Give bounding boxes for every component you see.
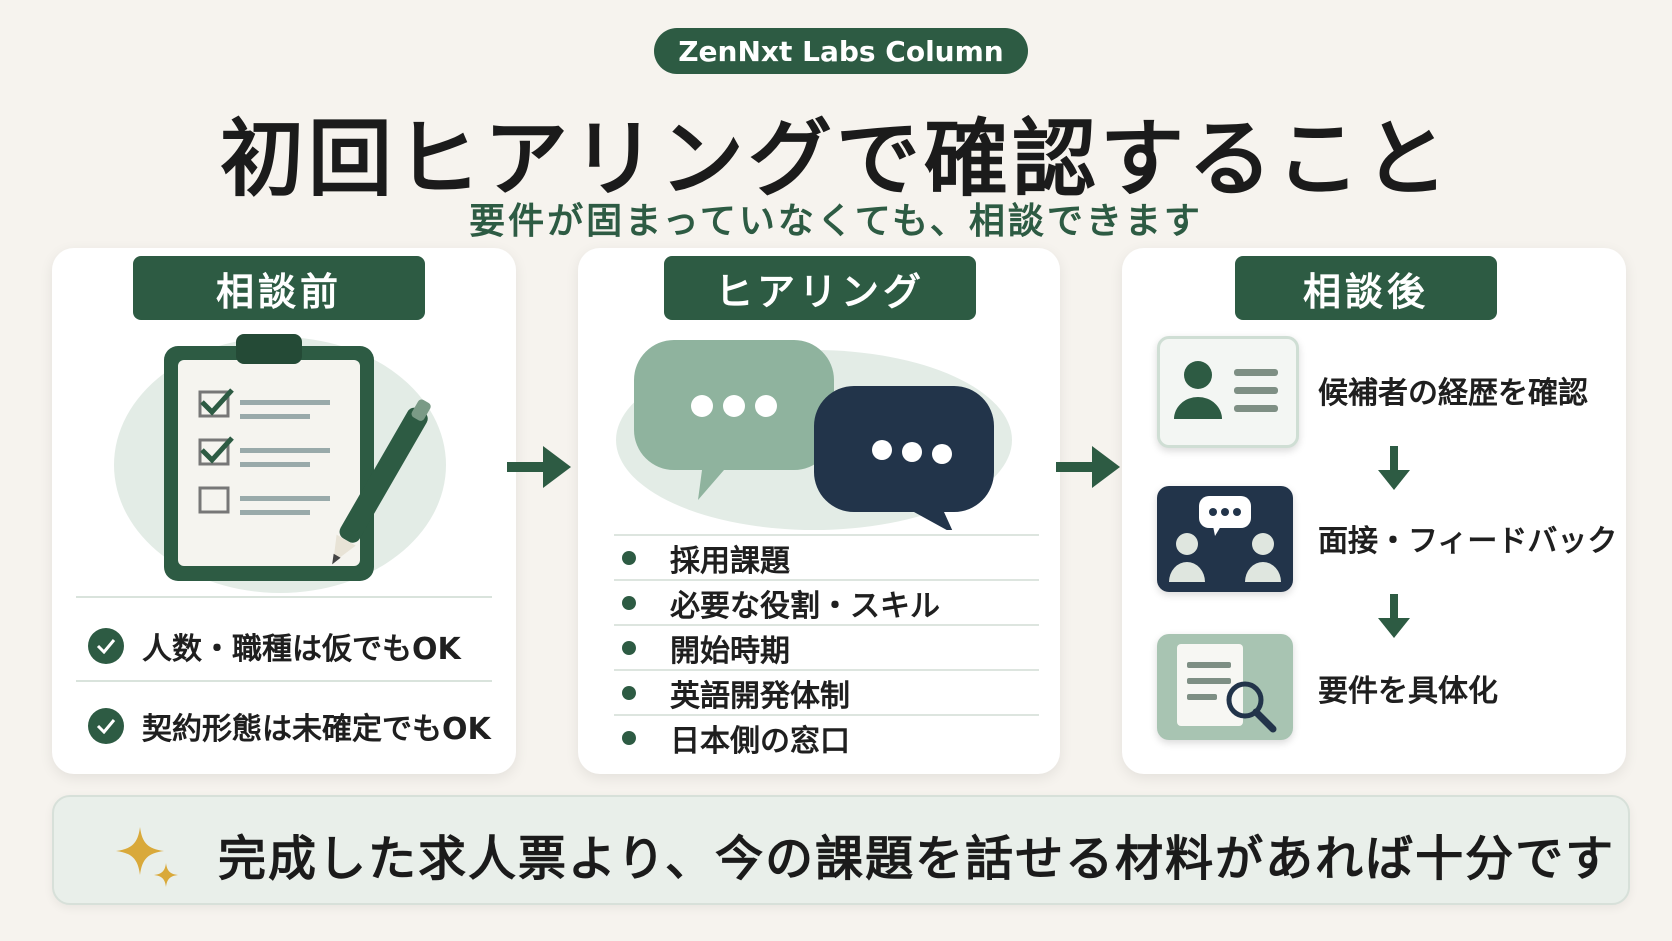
before-item-label: 人数・職種は仮でもOK [142,632,461,667]
after-step-1: 候補者の経歴を確認 [1318,376,1588,411]
bullet-icon [622,686,636,700]
profile-card-icon [1157,336,1299,448]
after-heading: 相談後 [1235,256,1497,320]
document-search-icon [1157,634,1293,740]
before-heading: 相談前 [133,256,425,320]
summary-banner: 完成した求人票より、今の課題を話せる材料があれば十分です [52,795,1630,905]
hearing-item-label: 必要な役割・スキル [670,589,940,624]
clipboard-checklist-icon [114,334,446,593]
hearing-item-label: 開始時期 [670,634,790,669]
summary-message: 完成した求人票より、今の課題を話せる材料があれば十分です [218,831,1616,887]
after-step-2: 面接・フィードバック [1318,524,1618,559]
page-title: 初回ヒアリングで確認すること [219,110,1452,208]
hearing-heading: ヒアリング [664,256,976,320]
bullet-icon [622,596,636,610]
hearing-item-label: 採用課題 [670,544,790,579]
interview-icon [1157,486,1293,592]
arrow-down-icon [1378,446,1410,490]
before-divider-2 [76,680,492,682]
hearing-item-label: 日本側の窓口 [670,724,850,759]
before-item-1: 人数・職種は仮でもOK [88,624,461,668]
hearing-item: 採用課題 [614,534,1039,580]
after-card: 相談後 候補者の経歴を確認 面接・フィードバック 要件を具体化 [1122,248,1626,774]
check-icon [88,628,124,664]
bullet-icon [622,731,636,745]
before-divider-1 [76,596,492,598]
arrow-down-icon [1378,594,1410,638]
before-card: 相談前 人数・職種は仮でもOK 契約形態は未確定 [52,248,516,774]
column-badge: ZenNxt Labs Column [654,28,1028,74]
before-item-label: 契約形態は未確定でもOK [142,712,491,747]
chat-bubbles-icon [616,340,1012,530]
hearing-item: 必要な役割・スキル [614,579,1039,625]
hearing-card: ヒアリング 採用課題 必要な役割・スキル 開始時期 英語開発体制 日本側の窓口 [578,248,1060,774]
before-item-2: 契約形態は未確定でもOK [88,704,491,748]
after-step-3: 要件を具体化 [1318,674,1498,709]
page-subtitle: 要件が固まっていなくても、相談できます [469,201,1203,242]
hearing-item-label: 英語開発体制 [670,679,850,714]
arrow-right-icon [1056,446,1120,488]
bullet-icon [622,551,636,565]
hearing-item: 日本側の窓口 [614,714,1039,760]
sparkle-icon [116,827,178,887]
hearing-item: 開始時期 [614,624,1039,670]
arrow-right-icon [507,446,571,488]
bullet-icon [622,641,636,655]
check-icon [88,708,124,744]
hearing-item: 英語開発体制 [614,669,1039,715]
